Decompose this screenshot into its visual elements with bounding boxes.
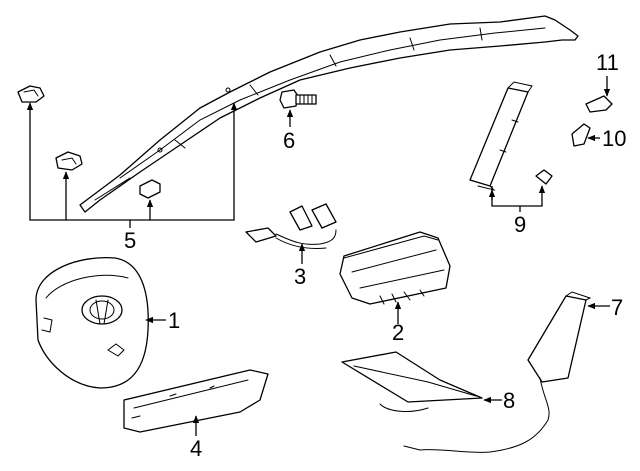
callout-5: 5 [124,228,136,253]
callout-8: 8 [503,388,515,413]
leader-line [491,185,546,207]
control-module-part [339,231,451,305]
knee-airbag-part [123,369,269,433]
callout-11: 11 [596,50,619,75]
callout-2: 2 [392,320,404,345]
callout-7: 7 [611,295,623,320]
clip-icon [55,151,83,171]
callout-4: 4 [190,436,202,461]
clip-icon [17,85,45,103]
clip-icon [139,179,161,199]
callout-1: 1 [168,308,180,333]
leader-line [29,102,238,221]
bolt-icon [279,89,317,109]
side-airbag-part [469,81,533,191]
bracket-icon [571,123,591,147]
callout-3: 3 [294,264,306,289]
curtain-airbag-part [79,15,579,213]
callout-10: 10 [602,126,626,151]
airbag-sheet-part [341,351,483,412]
steering-airbag-part [35,256,149,389]
push-rivet-icon [535,169,553,185]
callout-6: 6 [283,128,295,153]
passenger-airbag-part [403,291,592,453]
callout-9: 9 [514,212,526,237]
bracket-icon [585,95,613,113]
wire-harness-part [245,203,337,249]
